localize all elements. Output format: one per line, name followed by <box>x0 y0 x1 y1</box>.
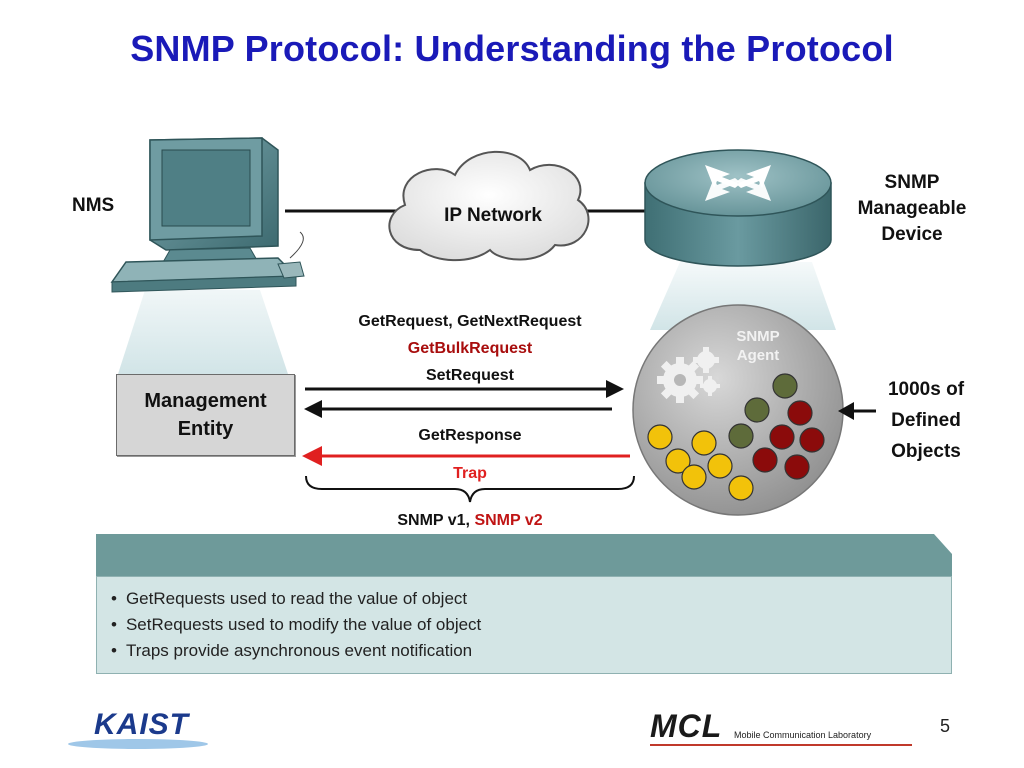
mcl-logo: MCL <box>650 708 723 744</box>
snmp-versions-label: SNMP v1, SNMP v2 <box>305 512 635 530</box>
trap-arrow <box>302 446 630 466</box>
note-item: SetRequests used to modify the value of … <box>111 612 951 638</box>
slide-title: SNMP Protocol: Understanding the Protoco… <box>130 28 894 69</box>
device-label-line: Device <box>881 224 943 245</box>
objects-label-line: Defined <box>891 410 961 431</box>
snmp-v1-label: SNMP v1, <box>397 512 470 529</box>
ip-network-label: IP Network <box>444 205 542 226</box>
kaist-logo: KAIST <box>94 708 189 741</box>
management-entity-box: Management Entity <box>116 374 295 456</box>
device-label-line: Manageable <box>857 198 967 219</box>
defined-objects-label: 1000s of Defined Objects <box>866 374 986 467</box>
notes-panel: GetRequests used to read the value of ob… <box>96 576 952 674</box>
agent-label-line: Agent <box>736 347 780 364</box>
management-entity-line: Management <box>144 390 267 412</box>
note-item: Traps provide asynchronous event notific… <box>111 638 951 664</box>
version-brace <box>305 475 635 503</box>
response-arrow <box>304 400 612 418</box>
kaist-logo-swoosh <box>68 739 208 749</box>
mcl-underline <box>650 744 912 746</box>
page-number: 5 <box>940 716 951 736</box>
get-requests-label: GetRequest, GetNextRequest <box>358 313 582 330</box>
trap-label: Trap <box>453 465 487 482</box>
get-response-label: GetResponse <box>418 427 522 444</box>
defined-objects <box>647 373 825 501</box>
objects-label-line: Objects <box>891 441 961 462</box>
nms-beam <box>118 290 288 374</box>
cloud-icon <box>388 150 590 262</box>
agent-label-line: SNMP <box>736 328 780 345</box>
objects-pointer-arrow <box>838 402 876 420</box>
gear-icon <box>657 347 720 403</box>
get-bulk-request-label: GetBulkRequest <box>407 340 533 357</box>
panel-corner-fold <box>934 534 952 554</box>
nms-label: NMS <box>72 195 115 216</box>
snmp-v2-label: SNMP v2 <box>474 512 543 529</box>
device-label: SNMP Manageable Device <box>832 170 992 248</box>
objects-label-line: 1000s of <box>887 379 965 400</box>
mcl-caption: Mobile Communication Laboratory <box>734 730 872 740</box>
management-entity-line: Entity <box>177 418 234 440</box>
set-request-label: SetRequest <box>425 367 515 384</box>
request-arrow <box>305 380 624 398</box>
computer-icon <box>110 137 305 293</box>
note-item: GetRequests used to read the value of ob… <box>111 586 951 612</box>
router-icon <box>644 149 832 267</box>
snmp-agent-label: SNMP Agent <box>718 327 798 365</box>
device-label-line: SNMP <box>884 172 940 193</box>
notes-panel-header <box>96 534 952 576</box>
